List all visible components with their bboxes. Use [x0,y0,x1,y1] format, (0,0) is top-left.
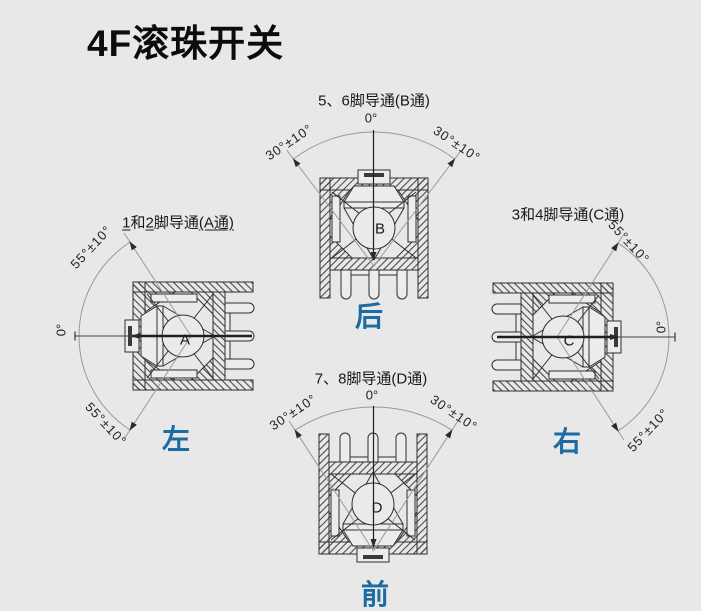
angle-annotation-front [288,406,459,552]
view-front-zero-label: 0° [365,387,379,403]
direction-label-left: 左 [161,424,191,455]
view-left-zero-label: 0° [53,323,69,337]
view-left-ball-letter: A [179,331,191,349]
direction-label-front: 前 [360,579,390,610]
view-left-label: 1和2脚导通(A通) [122,214,234,232]
view-front-label: 7、8脚导通(D通) [314,370,428,388]
view-back-label: 5、6脚导通(B通) [318,92,430,110]
angle-annotation-back [286,130,462,267]
view-right-ball-letter: C [563,332,575,350]
direction-label-right: 右 [552,426,582,457]
view-back-ball-letter: B [374,220,386,238]
direction-label-back: 后 [354,301,384,332]
angle-annotation-right [497,233,676,441]
page-title: 4F滚珠开关 [87,23,285,64]
view-right-zero-label: 0° [653,320,669,334]
view-back-zero-label: 0° [364,110,378,126]
view-front-ball-letter: D [371,499,383,517]
angle-annotation-left [74,232,252,440]
view-right-label: 3和4脚导通(C通) [511,206,625,224]
